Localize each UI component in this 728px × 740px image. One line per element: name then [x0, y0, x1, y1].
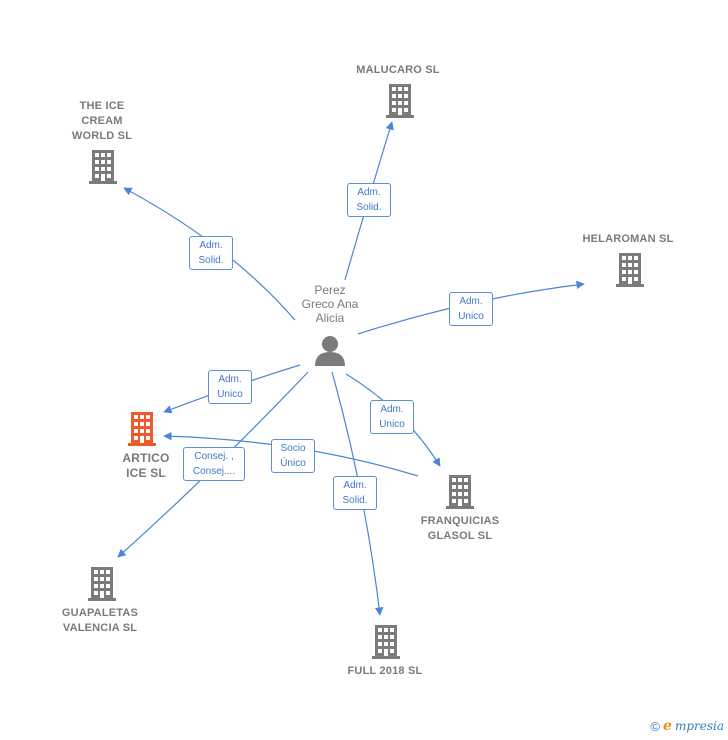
- building-icon-guapaletas[interactable]: [88, 567, 116, 601]
- brand-name: mpresia: [674, 719, 724, 733]
- company-label-ice-cream[interactable]: THE ICE CREAM WORLD SL: [71, 100, 133, 142]
- building-icon-franquicias[interactable]: [446, 475, 474, 509]
- building-icon-ice-cream[interactable]: [89, 150, 117, 184]
- company-label-artico[interactable]: ARTICO ICE SL: [122, 451, 170, 480]
- company-label-helaroman[interactable]: HELAROMAN SL: [582, 233, 674, 245]
- brand-initial: e: [663, 718, 672, 734]
- building-icon-malucaro[interactable]: [386, 84, 414, 118]
- person-icon[interactable]: [315, 336, 345, 366]
- building-icon-artico[interactable]: [128, 412, 156, 446]
- edge-label-helaroman[interactable]: Adm. Unico: [449, 292, 493, 326]
- company-label-malucaro[interactable]: MALUCARO SL: [356, 64, 440, 76]
- edge-label-malucaro[interactable]: Adm. Solid.: [347, 183, 391, 217]
- edge-label-artico[interactable]: Adm. Unico: [208, 370, 252, 404]
- edge-label-franquicias[interactable]: Adm. Unico: [370, 400, 414, 434]
- person-name[interactable]: Perez Greco Ana Alicia: [301, 283, 359, 325]
- edge-label-franquicias-artico[interactable]: Socio Único: [271, 439, 315, 473]
- edge-label-ice-cream[interactable]: Adm. Solid.: [189, 236, 233, 270]
- copyright-symbol: ©: [650, 718, 661, 734]
- building-icon-full2018[interactable]: [372, 625, 400, 659]
- edge-label-guapaletas[interactable]: Consej. , Consej....: [183, 447, 245, 481]
- company-label-guapaletas[interactable]: GUAPALETAS VALENCIA SL: [61, 607, 139, 634]
- building-icon-helaroman[interactable]: [616, 253, 644, 287]
- company-label-full2018[interactable]: FULL 2018 SL: [347, 665, 423, 677]
- edge-label-full2018[interactable]: Adm. Solid.: [333, 476, 377, 510]
- company-label-franquicias[interactable]: FRANQUICIAS GLASOL SL: [420, 515, 500, 542]
